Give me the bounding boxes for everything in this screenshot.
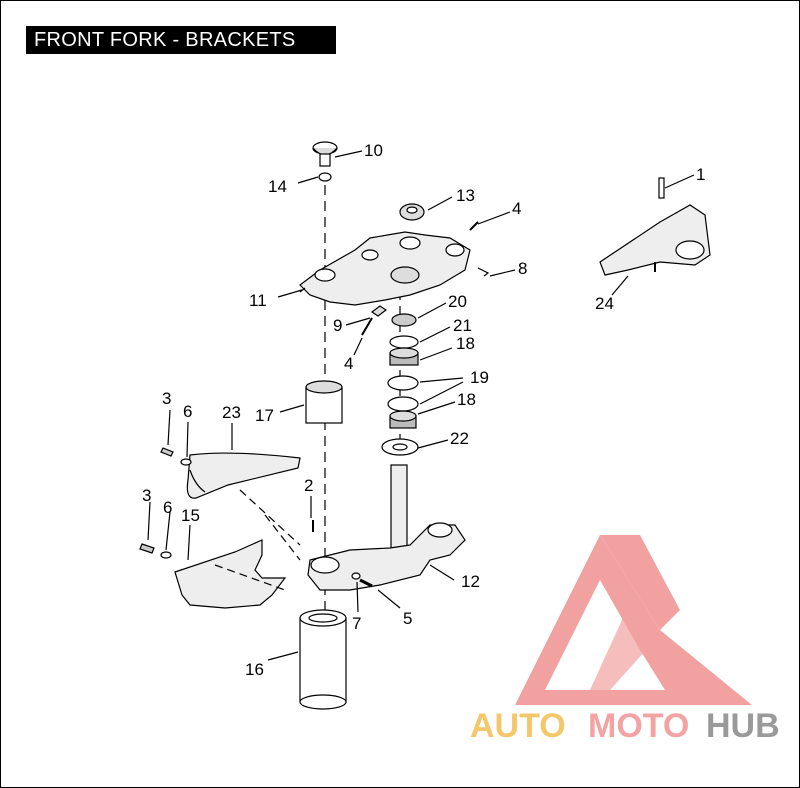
part-17-spacer — [305, 380, 343, 424]
part-5-bolt — [359, 578, 373, 588]
part-1-pin — [658, 177, 665, 199]
callout-11: 11 — [249, 291, 267, 310]
part-8-clip — [477, 267, 490, 277]
callout-22: 22 — [450, 429, 469, 448]
callout-18-upper: 18 — [456, 334, 475, 353]
part-10-bolt — [312, 141, 338, 167]
callout-2: 2 — [304, 476, 313, 495]
callout-16: 16 — [245, 660, 264, 679]
part-22-dust-cover — [381, 438, 419, 456]
bearing-stack — [381, 313, 419, 456]
part-7-washer — [351, 572, 361, 580]
part-20-seal — [391, 313, 417, 327]
callout-4-lower: 4 — [344, 354, 353, 373]
callout-6-lower: 6 — [163, 498, 172, 517]
callout-17: 17 — [255, 406, 274, 425]
watermark-auto: AUTO — [470, 707, 566, 745]
callout-10: 10 — [364, 141, 383, 160]
diagram-title: FRONT FORK - BRACKETS — [26, 26, 336, 54]
callout-5: 5 — [403, 609, 412, 628]
part-drawings — [139, 141, 711, 710]
callout-1: 1 — [696, 165, 705, 184]
part-13-nut — [399, 203, 425, 221]
part-12-lower-bracket — [307, 464, 466, 591]
part-19-race-upper — [387, 375, 419, 391]
part-19-race-lower — [387, 396, 419, 412]
callout-19: 19 — [470, 368, 489, 387]
callout-7: 7 — [352, 614, 361, 633]
callout-23: 23 — [222, 403, 241, 422]
callout-24: 24 — [595, 294, 614, 313]
callout-6-upper: 6 — [183, 402, 192, 421]
part-14-washer — [318, 172, 332, 182]
callout-labels: 1 2 3 3 4 4 5 6 6 7 8 9 10 11 12 13 14 1… — [142, 141, 705, 679]
leader-lines — [147, 150, 695, 661]
callout-21: 21 — [453, 316, 472, 335]
callout-3-upper: 3 — [162, 389, 171, 408]
watermark-text: AUTO MOTO HUB — [470, 707, 780, 745]
callout-8: 8 — [518, 259, 527, 278]
part-16-lower-tube — [299, 609, 347, 710]
callout-18-lower: 18 — [457, 390, 476, 409]
watermark-logo — [515, 535, 752, 705]
callout-3-lower: 3 — [142, 486, 151, 505]
part-15-shield — [174, 514, 301, 609]
part-3-bolt-upper — [160, 447, 174, 457]
part-6-washer-lower — [160, 551, 172, 559]
callout-20: 20 — [448, 292, 467, 311]
part-4-screw-bottom — [361, 317, 373, 336]
callout-13: 13 — [456, 186, 475, 205]
callout-14: 14 — [268, 177, 287, 196]
watermark-hub: HUB — [706, 707, 780, 745]
part-23-shield — [186, 452, 301, 546]
callout-12: 12 — [461, 572, 480, 591]
part-24-bracket — [599, 204, 711, 276]
part-21-washer — [389, 335, 419, 349]
part-9-plate — [370, 305, 388, 317]
callout-15: 15 — [181, 506, 200, 525]
callout-4-upper: 4 — [512, 199, 521, 218]
part-4-screw-top — [469, 221, 479, 231]
part-6-washer-upper — [180, 458, 192, 466]
watermark-moto: MOTO — [588, 707, 689, 745]
part-11-upper-bracket — [299, 231, 471, 306]
callout-9: 9 — [333, 316, 342, 335]
part-3-bolt-lower — [139, 543, 155, 554]
